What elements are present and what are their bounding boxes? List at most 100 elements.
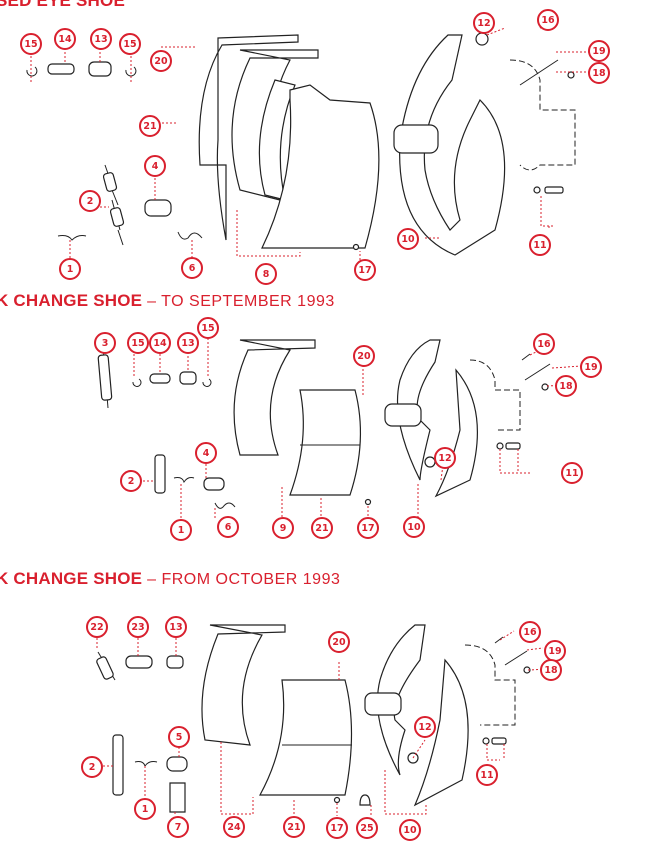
- callout-circle: [167, 816, 189, 838]
- callout-circle: [354, 259, 376, 281]
- brake-shoe-lining-front: [261, 84, 380, 249]
- stub-axle-part: [393, 124, 439, 154]
- adjuster-part: [125, 655, 153, 669]
- section-subtitle: – FROM OCTOBER 1993: [147, 571, 341, 588]
- callout-number: 4: [152, 161, 159, 172]
- callout-circle: [311, 517, 333, 539]
- callout-circle: [476, 764, 498, 786]
- callout-number: 10: [403, 825, 417, 836]
- callout-circle: [555, 375, 577, 397]
- pin-part: [149, 373, 171, 384]
- section-title-text: K CHANGE SHOE: [0, 291, 143, 310]
- part-callout: 21: [311, 517, 333, 539]
- callout-number: 11: [565, 468, 578, 479]
- part-callout: 4: [144, 155, 166, 177]
- callout-number: 11: [480, 770, 493, 781]
- callout-number: 2: [89, 762, 96, 773]
- part-callout: 18: [540, 659, 562, 681]
- part-callout: 15: [119, 33, 141, 55]
- part-callout: 13: [177, 332, 199, 354]
- part-callout: 13: [90, 28, 112, 50]
- part-callout: 23: [127, 616, 149, 638]
- part-callout: 20: [150, 50, 172, 72]
- part-callout: 10: [399, 819, 421, 841]
- callout-number: 16: [537, 339, 551, 350]
- callout-circle: [561, 462, 583, 484]
- part-callout: 2: [81, 756, 103, 778]
- section-title-3: K CHANGE SHOE – FROM OCTOBER 1993: [0, 569, 340, 589]
- section-1-parts: [26, 21, 576, 256]
- callout-circle: [59, 258, 81, 280]
- callout-circle: [283, 816, 305, 838]
- brake-lining-part: [258, 679, 353, 796]
- part-callout: 3: [94, 332, 116, 354]
- callout-number: 18: [559, 381, 573, 392]
- callout-circle: [127, 332, 149, 354]
- section-subtitle: – TO SEPTEMBER 1993: [147, 293, 335, 310]
- callout-number: 3: [102, 338, 109, 349]
- callout-number: 20: [357, 351, 371, 362]
- callout-number: 19: [548, 646, 561, 657]
- part-callout: 14: [149, 332, 171, 354]
- callout-circle: [20, 33, 42, 55]
- callout-number: 16: [523, 627, 537, 638]
- part-callout: 18: [588, 62, 610, 84]
- part-callout: 22: [86, 616, 108, 638]
- abutment-part: [173, 477, 195, 484]
- part-callout: 20: [328, 631, 350, 653]
- part-callout: 14: [54, 28, 76, 50]
- part-callout: 2: [79, 190, 101, 212]
- callout-number: 17: [361, 523, 374, 534]
- part-callout: 2: [120, 470, 142, 492]
- callout-number: 1: [142, 804, 149, 815]
- part-callout: 7: [167, 816, 189, 838]
- callout-circle: [120, 470, 142, 492]
- callout-number: 23: [131, 622, 144, 633]
- callout-circle: [79, 190, 101, 212]
- pin-part: [47, 63, 75, 75]
- callout-circle: [255, 263, 277, 285]
- callout-number: 10: [407, 522, 421, 533]
- part-callout: 24: [223, 816, 245, 838]
- callout-number: 6: [225, 522, 232, 533]
- part-callout: 10: [403, 516, 425, 538]
- callout-circle: [86, 616, 108, 638]
- part-callout: 13: [165, 616, 187, 638]
- callout-number: 15: [123, 39, 136, 50]
- part-callout: 5: [168, 726, 190, 748]
- callout-circle: [127, 616, 149, 638]
- callout-circle: [81, 756, 103, 778]
- stub-axle-part: [384, 403, 422, 427]
- part-callout: 19: [580, 356, 602, 378]
- callout-circle: [150, 50, 172, 72]
- callout-number: 12: [418, 722, 431, 733]
- callout-circle: [537, 9, 559, 31]
- section-1-leaders: [30, 21, 595, 260]
- callout-number: 17: [358, 265, 371, 276]
- part-callout: 12: [434, 447, 456, 469]
- clip-plate-part: [169, 782, 186, 813]
- part-callout: 16: [533, 333, 555, 355]
- callout-circle: [540, 659, 562, 681]
- callout-number: 6: [189, 263, 196, 274]
- callout-number: 15: [131, 338, 144, 349]
- callout-number: 8: [263, 269, 270, 280]
- clip-part: [214, 502, 236, 509]
- callout-number: 12: [477, 18, 490, 29]
- callout-number: 13: [181, 338, 194, 349]
- callout-number: 17: [330, 823, 343, 834]
- part-callout: 15: [20, 33, 42, 55]
- clip-part: [177, 231, 203, 240]
- part-callout: 10: [397, 228, 419, 250]
- part-callout: 16: [537, 9, 559, 31]
- callout-number: 18: [592, 68, 606, 79]
- callout-number: 2: [87, 196, 94, 207]
- callout-number: 20: [154, 56, 168, 67]
- callout-circle: [181, 257, 203, 279]
- callout-number: 12: [438, 453, 451, 464]
- bleed-stud-part: [521, 353, 551, 381]
- part-callout: 1: [170, 519, 192, 541]
- callout-circle: [134, 798, 156, 820]
- part-callout: 19: [544, 640, 566, 662]
